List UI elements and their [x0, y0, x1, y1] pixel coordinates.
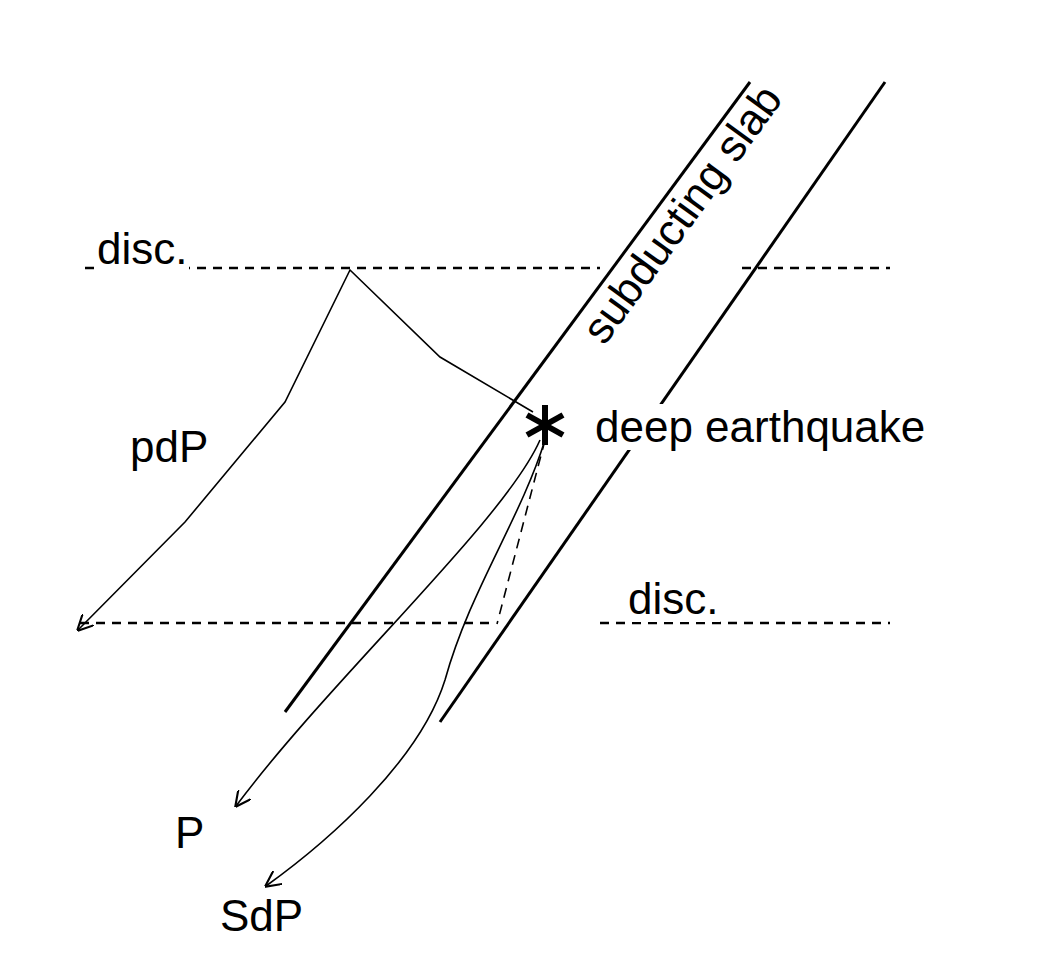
phase-label: SdP	[218, 893, 305, 939]
discontinuity-label: disc.	[626, 576, 720, 622]
discontinuity-line	[600, 622, 890, 625]
slab-label: subducting slab	[572, 75, 791, 353]
slab-boundary	[440, 82, 885, 722]
ray-path	[497, 440, 545, 624]
earthquake-star	[527, 405, 563, 445]
ray-path	[78, 270, 533, 630]
discontinuity-label: disc.	[95, 226, 189, 272]
phase-label: P	[173, 810, 206, 856]
discontinuity-line	[80, 622, 490, 625]
event-label: deep earthquake	[593, 404, 927, 450]
discontinuity-line	[742, 267, 890, 270]
phase-label: pdP	[128, 424, 210, 470]
ray-path	[266, 440, 545, 886]
ray-path	[236, 440, 540, 806]
